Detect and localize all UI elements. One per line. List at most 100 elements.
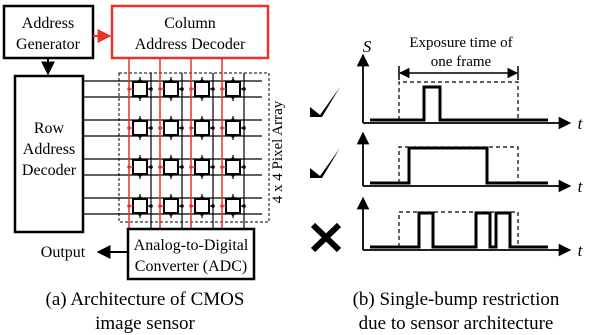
caption-a-line2: image sensor (95, 313, 195, 334)
pixel-cell (225, 120, 241, 136)
row3-t-label: t (578, 241, 584, 260)
pixel-node-right (242, 204, 246, 208)
pixel-node-right (149, 165, 153, 169)
pixel-node-left (189, 87, 193, 91)
pixel-node-top (200, 196, 204, 200)
pixel-node-top (231, 118, 235, 122)
pixel-node-left (189, 165, 193, 169)
pixel-cell (194, 159, 210, 175)
pixel-node-bottom (200, 173, 204, 177)
pixel-node-right (180, 87, 184, 91)
single-bump-panel: S Exposure time of one frame t t (310, 35, 584, 334)
pixel-node-bottom (169, 173, 173, 177)
pixel-cell (194, 120, 210, 136)
pixel-array-outline (118, 72, 270, 223)
pixel-node-bottom (169, 134, 173, 138)
row2-t-label: t (578, 177, 584, 196)
pixel-node-bottom (231, 134, 235, 138)
pixel-node-right (149, 204, 153, 208)
pixel-node-right (149, 87, 153, 91)
pixel-node-top (231, 79, 235, 83)
pixel-node-right (242, 165, 246, 169)
pixel-node-right (180, 204, 184, 208)
pixel-node-top (138, 196, 142, 200)
adc-line2: Converter (ADC) (135, 258, 247, 275)
pixel-node-top (138, 79, 142, 83)
pixel-node-top (169, 118, 173, 122)
pixel-node-bottom (169, 212, 173, 216)
row1-t-label: t (578, 114, 584, 133)
pixel-cell (225, 81, 241, 97)
column-decoder-line2: Address Decoder (135, 36, 246, 53)
row1-exposure-window (398, 81, 519, 120)
address-generator-line2: Generator (16, 36, 81, 53)
pixel-node-left (127, 165, 131, 169)
signal-row-3: t (310, 196, 584, 260)
caption-b-line1: (b) Single-bump restriction (353, 289, 560, 310)
row2-signal (370, 146, 548, 185)
cmos-architecture-panel: Address Generator Column Address Decoder… (2, 4, 286, 334)
pixel-cell (163, 120, 179, 136)
pixel-node-bottom (169, 95, 173, 99)
pixel-node-left (220, 126, 224, 130)
signal-row-2: t (310, 131, 584, 196)
address-generator-line1: Address (22, 15, 74, 32)
pixel-node-left (127, 204, 131, 208)
pixel-node-bottom (231, 173, 235, 177)
row-decoder-line1: Row (34, 120, 65, 137)
pixel-node-top (138, 157, 142, 161)
pixel-node-top (169, 157, 173, 161)
pixel-node-right (211, 204, 215, 208)
pixel-node-top (200, 118, 204, 122)
pixel-node-bottom (200, 212, 204, 216)
pixel-node-bottom (138, 173, 142, 177)
pixel-node-left (220, 87, 224, 91)
pixel-node-bottom (200, 95, 204, 99)
row-address-decoder-block: Row Address Decoder (13, 74, 85, 234)
row3-cross-icon (310, 222, 342, 253)
row1-check-icon (310, 87, 340, 117)
pixel-node-left (220, 204, 224, 208)
pixel-node-left (127, 87, 131, 91)
pixel-node-right (180, 165, 184, 169)
pixel-node-left (127, 126, 131, 130)
pixel-node-left (158, 165, 162, 169)
column-address-decoder-block: Column Address Decoder (110, 4, 270, 60)
pixel-node-right (242, 87, 246, 91)
row2-check-icon (310, 148, 340, 178)
pixel-cell (163, 81, 179, 97)
pixel-node-top (169, 196, 173, 200)
pixel-node-right (242, 126, 246, 130)
address-generator-block: Address Generator (2, 4, 95, 60)
pixel-array (83, 58, 270, 229)
pixel-cell (163, 198, 179, 214)
pixel-node-bottom (138, 134, 142, 138)
exposure-label-line1: Exposure time of (409, 35, 512, 51)
pixel-cell (225, 159, 241, 175)
adc-line1: Analog-to-Digital (134, 237, 249, 254)
adc-block: Analog-to-Digital Converter (ADC) (126, 227, 256, 281)
pixel-cell (132, 198, 148, 214)
pixel-node-left (158, 126, 162, 130)
pixel-node-top (231, 157, 235, 161)
signal-row-1: t (310, 53, 584, 133)
pixel-node-left (189, 126, 193, 130)
pixel-node-left (158, 204, 162, 208)
pixel-cell (132, 120, 148, 136)
column-decoder-line1: Column (164, 15, 216, 32)
row1-signal (370, 85, 548, 122)
pixel-node-right (149, 126, 153, 130)
caption-a-line1: (a) Architecture of CMOS (46, 289, 245, 310)
pixel-node-top (169, 79, 173, 83)
row-decoder-line3: Decoder (22, 162, 77, 179)
y-axis-label: S (363, 37, 372, 56)
pixel-node-right (211, 126, 215, 130)
pixel-node-top (200, 79, 204, 83)
pixel-node-bottom (231, 212, 235, 216)
pixel-cell (163, 159, 179, 175)
pixel-cell (132, 81, 148, 97)
pixel-node-bottom (138, 95, 142, 99)
pixel-array-label: 4 x 4 Pixel Array (270, 100, 286, 203)
row-decoder-line2: Address (23, 141, 75, 158)
pixel-node-left (220, 165, 224, 169)
